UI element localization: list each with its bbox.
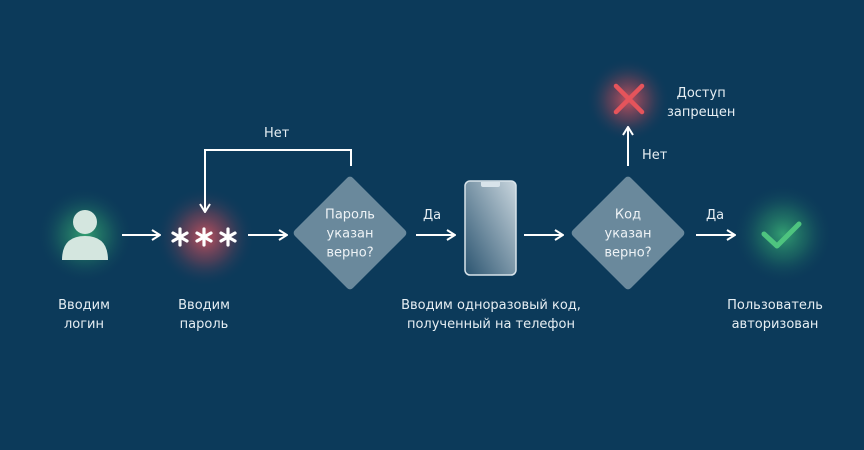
password-check-line-3: верно? bbox=[326, 245, 374, 261]
login-label: Вводим логин bbox=[58, 296, 110, 334]
login-glow bbox=[37, 187, 133, 283]
authorized-glow bbox=[733, 184, 833, 284]
password-line-2: пароль bbox=[179, 317, 229, 332]
edge-label-password-yes: Да bbox=[423, 208, 442, 223]
login-line-2: логин bbox=[63, 317, 105, 332]
edge-label-password-no: Нет bbox=[264, 126, 290, 141]
asterisks-icon bbox=[171, 227, 237, 247]
password-label: Вводим пароль bbox=[178, 296, 230, 334]
arrow-password-no-loop bbox=[205, 149, 352, 212]
code-check-text: Код указан верно? bbox=[604, 206, 651, 263]
password-check-line-2: указан bbox=[326, 226, 374, 242]
cross-icon bbox=[613, 83, 645, 115]
code-check-line-2: указан bbox=[604, 226, 652, 242]
code-check-line-3: верно? bbox=[604, 245, 652, 261]
otp-label: Вводим одноразовый код, полученный на те… bbox=[401, 296, 581, 334]
denied-line-1: Доступ bbox=[676, 86, 726, 101]
check-icon bbox=[761, 221, 802, 249]
password-check-text: Пароль указан верно? bbox=[325, 206, 375, 263]
code-check-diamond bbox=[571, 176, 685, 290]
edge-label-code-yes: Да bbox=[706, 208, 725, 223]
otp-line-2: полученный на телефон bbox=[406, 317, 576, 332]
password-check-diamond bbox=[293, 176, 407, 290]
otp-line-1: Вводим одноразовый код, bbox=[401, 298, 581, 313]
authorized-line-1: Пользователь bbox=[727, 298, 823, 313]
login-line-1: Вводим bbox=[58, 298, 110, 313]
phone-icon bbox=[464, 180, 517, 276]
authorized-line-2: авторизован bbox=[731, 317, 819, 332]
denied-line-2: запрещен bbox=[667, 105, 736, 120]
denied-label: Доступ запрещен bbox=[667, 84, 735, 122]
user-icon bbox=[62, 210, 108, 260]
authorized-label: Пользователь авторизован bbox=[727, 296, 823, 334]
password-line-1: Вводим bbox=[178, 298, 230, 313]
password-check-line-1: Пароль bbox=[325, 207, 375, 223]
edge-label-code-no: Нет bbox=[642, 148, 668, 163]
code-check-line-1: Код bbox=[614, 207, 642, 223]
